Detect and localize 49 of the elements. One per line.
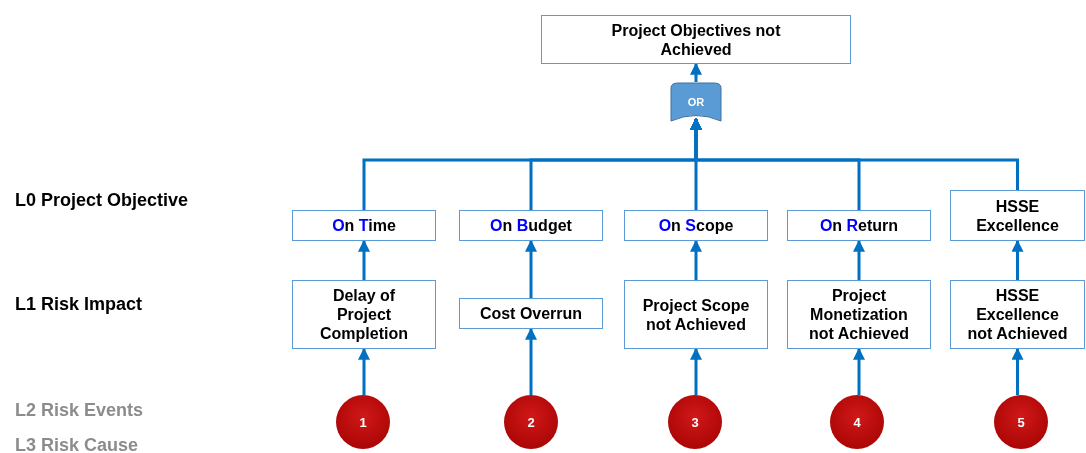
connector-arrow [1011, 239, 1024, 280]
node-text: Project Objectives not Achieved [610, 20, 782, 59]
risk-event-circle [830, 395, 884, 449]
node-text: On Time [332, 216, 396, 235]
connector-arrow [690, 347, 702, 395]
text-box [787, 280, 931, 349]
connector-arrow [690, 62, 702, 82]
node-text: On Budget [490, 216, 572, 235]
text-box [624, 210, 768, 241]
risk-event-circle [994, 395, 1048, 449]
text-box [459, 298, 603, 329]
connector-arrow [853, 347, 865, 395]
event-number: 1 [359, 413, 367, 432]
text-box [292, 210, 436, 241]
connector-arrow [525, 327, 537, 395]
text-box [292, 280, 436, 349]
event-number: 4 [853, 413, 861, 432]
connector-arrow [358, 239, 370, 280]
text-box [541, 15, 851, 64]
gate-label: OR [687, 94, 705, 110]
connector-arrow [525, 239, 537, 298]
event-number: 3 [691, 413, 699, 432]
connector-arrow [690, 239, 702, 280]
text-box [787, 210, 931, 241]
text-box [624, 280, 768, 349]
event-number: 2 [527, 413, 535, 432]
node-text: HSSE Excellence not Achieved [967, 286, 1068, 343]
node-text: Cost Overrun [479, 304, 583, 323]
connector-arrow [1011, 347, 1024, 395]
text-box [950, 280, 1085, 349]
node-text: Project Monetization not Achieved [808, 286, 910, 343]
level-label: L0 Project Objective [15, 190, 189, 211]
node-text: On Return [819, 216, 899, 235]
node-text: Delay of Project Completion [320, 286, 408, 343]
risk-event-circle [668, 395, 722, 449]
connector-arrow [853, 239, 865, 280]
risk-event-circle [504, 395, 558, 449]
level-label: L3 Risk Cause [15, 435, 139, 453]
node-text: On Scope [658, 216, 734, 235]
text-box [459, 210, 603, 241]
node-text: Project Scope not Achieved [641, 295, 751, 334]
text-box [950, 190, 1085, 241]
node-text: HSSE Excellence [975, 196, 1060, 235]
level-label: L1 Risk Impact [15, 294, 143, 315]
connector-arrow [358, 347, 370, 395]
event-number: 5 [1017, 413, 1025, 432]
connector-arrow [690, 117, 1019, 190]
level-label: L2 Risk Events [15, 400, 144, 421]
risk-event-circle [336, 395, 390, 449]
